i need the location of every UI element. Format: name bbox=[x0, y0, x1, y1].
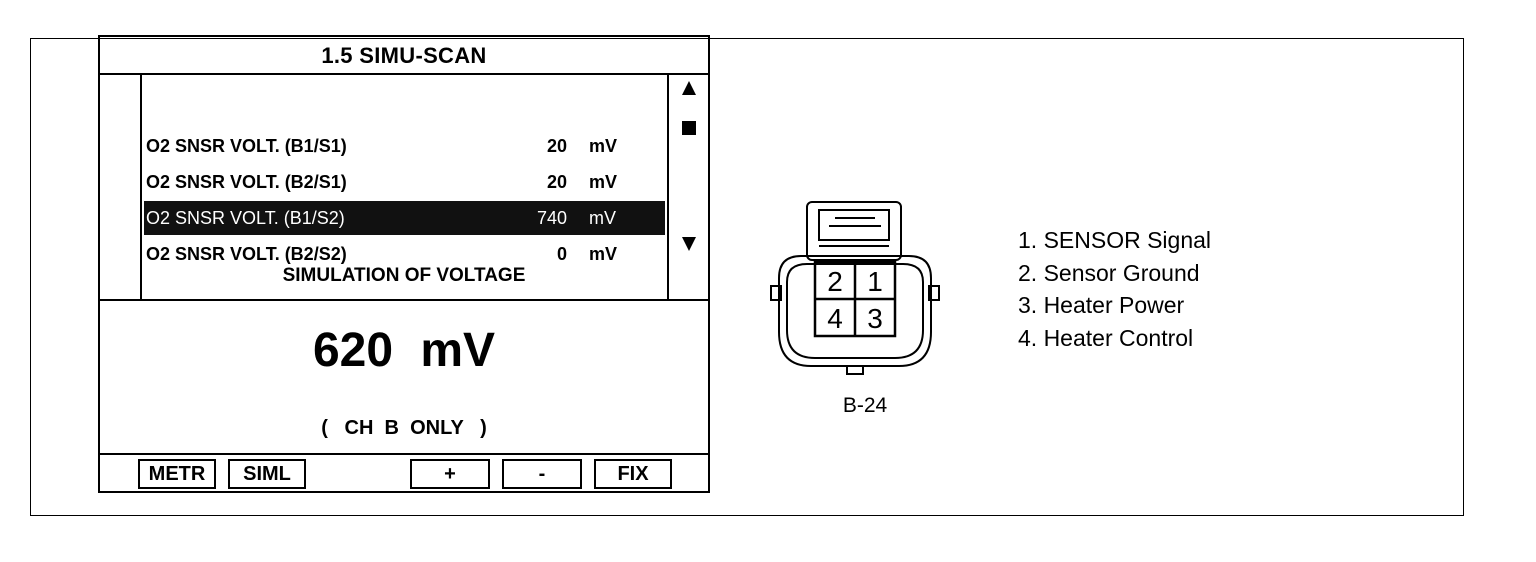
connector-body-inner bbox=[786, 263, 924, 359]
simulation-value: 620 mV bbox=[312, 324, 496, 377]
connector-pin-1: 1 bbox=[867, 266, 883, 297]
legend-item-4: 4. Heater Control bbox=[1018, 324, 1194, 351]
row-unit: mV bbox=[589, 136, 618, 156]
connector-latch-outer bbox=[806, 201, 902, 261]
legend-item-2: 2. Sensor Ground bbox=[1018, 259, 1200, 286]
connector-left-tab bbox=[770, 285, 782, 301]
data-row-b1s1[interactable]: O2 SNSR VOLT. (B1/S1) 20 mV bbox=[144, 129, 665, 163]
simulation-note: ( CH B ONLY ) bbox=[321, 417, 487, 439]
legend-item-3: 3. Heater Power bbox=[1018, 292, 1185, 318]
scan-tool-screen: 1.5 SIMU-SCAN O2 SNSR VOLT. (B1/S1) 20 m… bbox=[98, 35, 710, 493]
data-row-b2s2[interactable]: O2 SNSR VOLT. (B2/S2) 0 mV bbox=[144, 237, 665, 271]
row-label: O2 SNSR VOLT. (B2/S2) bbox=[146, 244, 347, 264]
screen-title: 1.5 SIMU-SCAN bbox=[100, 37, 708, 75]
connector-pin-3: 3 bbox=[867, 303, 883, 334]
connector-right-tab bbox=[928, 285, 940, 301]
row-value: 0 bbox=[556, 244, 567, 264]
increase-key-button[interactable]: + bbox=[410, 459, 490, 489]
connector-latch-inner bbox=[818, 209, 890, 241]
siml-key-button[interactable]: SIML bbox=[228, 459, 306, 489]
pin-legend: 1. SENSOR Signal 2. Sensor Ground 3. Hea… bbox=[1018, 224, 1211, 354]
simulation-title: SIMULATION OF VOLTAGE bbox=[282, 265, 526, 286]
decrease-key-button[interactable]: - bbox=[502, 459, 582, 489]
row-value: 740 bbox=[536, 208, 567, 228]
row-label: O2 SNSR VOLT. (B1/S1) bbox=[146, 136, 347, 156]
row-label: O2 SNSR VOLT. (B1/S2) bbox=[146, 208, 345, 228]
row-unit: mV bbox=[589, 172, 618, 192]
metr-key-button[interactable]: METR bbox=[138, 459, 216, 489]
scroll-down-arrow-icon[interactable] bbox=[682, 237, 696, 251]
data-row-b2s1[interactable]: O2 SNSR VOLT. (B2/S1) 20 mV bbox=[144, 165, 665, 199]
connector-pin-2: 2 bbox=[827, 266, 843, 297]
function-key-bar: METR SIML + - FIX bbox=[100, 453, 708, 491]
scroll-up-arrow-icon[interactable] bbox=[682, 81, 696, 95]
fix-key-button[interactable]: FIX bbox=[594, 459, 672, 489]
legend-item-1: 1. SENSOR Signal bbox=[1018, 227, 1212, 253]
data-list: O2 SNSR VOLT. (B1/S1) 20 mV O2 SNSR VOLT… bbox=[100, 75, 708, 301]
scroll-thumb-icon[interactable] bbox=[682, 121, 696, 135]
data-row-b1s2-selected[interactable]: O2 SNSR VOLT. (B1/S2) 740 mV bbox=[144, 201, 665, 235]
connector-b24-diagram: 2 1 4 3 bbox=[770, 201, 940, 375]
connector-body-outer bbox=[778, 255, 932, 367]
row-unit: mV bbox=[589, 244, 618, 264]
connector-bottom-key bbox=[846, 366, 864, 375]
connector-caption: B-24 bbox=[842, 394, 888, 417]
list-left-divider bbox=[140, 75, 142, 299]
row-unit: mV bbox=[589, 208, 616, 228]
diagram-frame bbox=[30, 38, 1464, 516]
row-label: O2 SNSR VOLT. (B2/S1) bbox=[146, 172, 347, 192]
row-value: 20 bbox=[546, 172, 567, 192]
list-right-divider bbox=[667, 75, 669, 299]
row-value: 20 bbox=[546, 136, 567, 156]
connector-pin-4: 4 bbox=[827, 303, 843, 334]
